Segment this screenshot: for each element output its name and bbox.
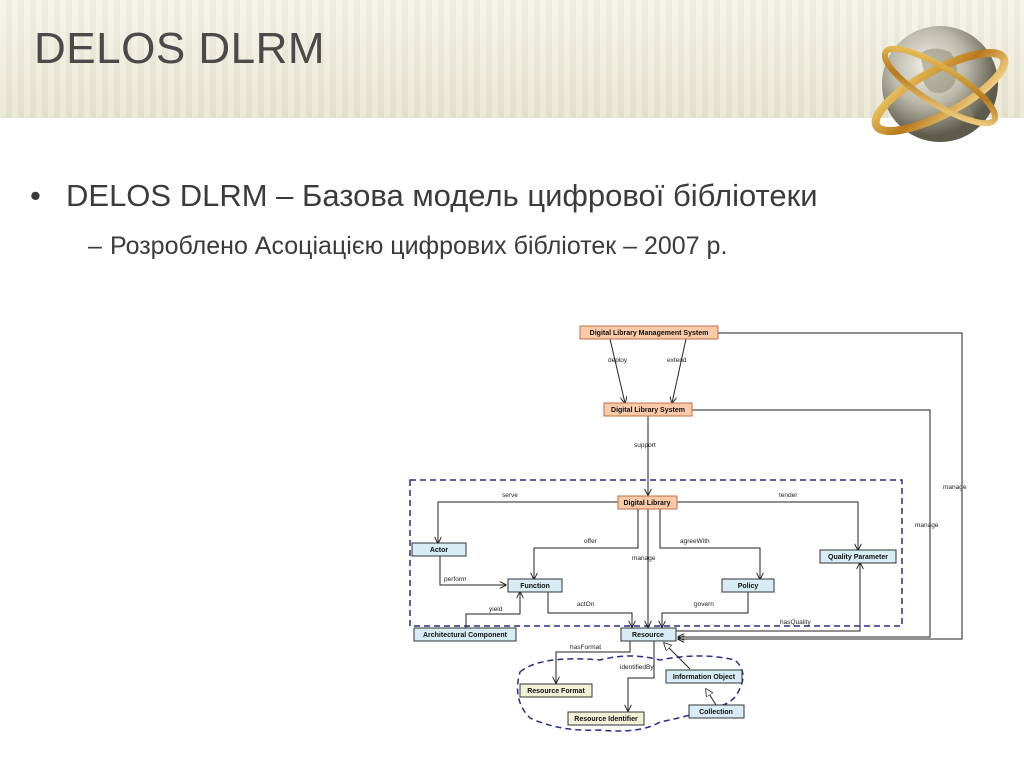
edge-hasquality: [676, 563, 860, 632]
label-perform: perform: [444, 576, 466, 583]
node-arch: Architectural Component: [413, 627, 517, 642]
bullet-main-text: DELOS DLRM – Базова модель цифрової бібл…: [66, 178, 818, 213]
label-identifiedby: identifiedBy: [620, 664, 654, 671]
label-acton: actOn: [577, 601, 595, 608]
edge-manage-dlms: [678, 332, 963, 639]
edge-deploy: [609, 338, 625, 403]
globe-icon: [871, 26, 1009, 142]
edge-manage-dls: [678, 409, 931, 637]
node-dlms-label: Digital Library Management System: [590, 330, 709, 337]
node-dl: Digital Library: [617, 495, 678, 510]
node-actor: Actor: [411, 542, 467, 557]
bullet-sub: –Розроблено Асоціацією цифрових бібліоте…: [88, 232, 728, 260]
node-policy: Policy: [721, 578, 775, 593]
label-govern: govern: [694, 601, 714, 608]
edge-tender: [677, 501, 858, 550]
resource-boundary: [516, 655, 744, 732]
edge-identifiedby: [628, 641, 655, 711]
bullet-sub-text: Розроблено Асоціацією цифрових бібліотек…: [110, 232, 728, 260]
node-quality-label: Quality Parameter: [828, 554, 888, 561]
edge-collection-isa: [706, 689, 717, 706]
label-hasformat: hasFormat: [570, 644, 601, 651]
label-manage-dlms: manage: [943, 484, 967, 491]
label-deploy: deploy: [608, 357, 628, 364]
node-dl-label: Digital Library: [623, 500, 670, 507]
node-quality: Quality Parameter: [819, 549, 897, 564]
label-offer: offer: [584, 538, 598, 545]
node-infoobj-label: Information Object: [673, 674, 736, 681]
node-dls: Digital Library System: [603, 402, 693, 417]
node-infoobj: Information Object: [665, 669, 743, 684]
label-serve: serve: [502, 492, 518, 499]
bullet-main: •DELOS DLRM – Базова модель цифрової біб…: [30, 178, 818, 213]
node-collection: Collection: [688, 704, 745, 719]
label-agreewith: agreeWith: [680, 538, 710, 545]
header-band: [0, 0, 1024, 118]
node-resource: Resource: [620, 627, 677, 642]
node-collection-label: Collection: [699, 709, 733, 716]
label-tender: tender: [779, 492, 798, 499]
label-manage-dl: manage: [632, 555, 656, 562]
node-policy-label: Policy: [738, 583, 759, 590]
edge-extend: [672, 338, 687, 403]
edge-serve: [438, 501, 618, 543]
node-identifier: Resource Identifier: [567, 711, 645, 726]
label-manage-dls: manage: [915, 522, 939, 529]
node-format-label: Resource Format: [527, 688, 585, 695]
edge-yield: [465, 592, 520, 628]
node-resource-label: Resource: [632, 632, 664, 639]
edge-hasformat: [556, 641, 631, 683]
node-function-label: Function: [520, 583, 550, 590]
node-function: Function: [507, 578, 563, 593]
edge-govern: [662, 591, 749, 627]
node-dlms: Digital Library Management System: [579, 325, 719, 340]
edge-infoobj-isa: [664, 643, 691, 670]
edge-offer: [534, 509, 639, 579]
node-dls-label: Digital Library System: [611, 407, 685, 414]
label-hasquality: hasQuality: [780, 619, 811, 626]
slide-title: DELOS DLRM: [34, 24, 326, 73]
edge-perform: [439, 556, 506, 585]
dl-boundary: [409, 479, 903, 627]
edge-acton: [547, 591, 632, 627]
label-yield: yield: [489, 606, 503, 613]
node-arch-label: Architectural Component: [423, 632, 508, 639]
label-extend: extend: [667, 357, 687, 364]
node-format: Resource Format: [519, 683, 593, 698]
node-identifier-label: Resource Identifier: [574, 716, 638, 723]
label-support: support: [634, 442, 656, 449]
edge-agreewith: [659, 509, 760, 579]
node-actor-label: Actor: [430, 547, 449, 554]
